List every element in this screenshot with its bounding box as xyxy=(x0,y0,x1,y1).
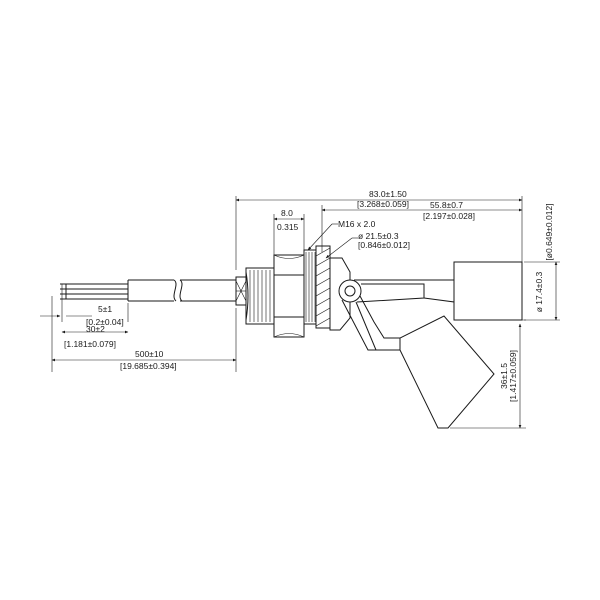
cable-length-in-label: [19.685±0.394] xyxy=(120,361,177,371)
float-dia-in-label: [ø0.649±0.012] xyxy=(544,203,554,260)
part-geometry xyxy=(60,245,523,429)
float-length-in-label: [2.197±0.028] xyxy=(423,211,475,221)
dimension-labels: 83.0±1.50 [3.268±0.059] 55.8±0.7 [2.197±… xyxy=(64,189,554,402)
threaded-stem xyxy=(245,267,275,325)
body-thread xyxy=(303,249,317,325)
jacket-length-in-label: [1.181±0.079] xyxy=(64,339,116,349)
total-length-label: 83.0±1.50 xyxy=(369,189,407,199)
switch-body xyxy=(329,257,362,331)
hex-width-label: 8.0 xyxy=(281,208,293,218)
strip-length-label: 5±1 xyxy=(98,304,112,314)
hex-nut xyxy=(273,254,305,338)
washer-dia-label: ø 21.5±0.3 xyxy=(358,231,399,241)
drop-height-in-label: [1.417±0.059] xyxy=(508,350,518,402)
cable xyxy=(127,279,236,302)
strip-length-in-label: [0.2±0.04] xyxy=(86,317,124,327)
dimension-lines xyxy=(40,196,560,429)
washer-dia-in-label: [0.846±0.012] xyxy=(358,240,410,250)
sealing-washer xyxy=(315,245,331,329)
jacket-length-label: 30±2 xyxy=(86,324,105,334)
float-length-label: 55.8±0.7 xyxy=(430,200,463,210)
float-horizontal xyxy=(354,261,523,321)
float-dia-label: ø 17.4±0.3 xyxy=(534,271,544,312)
cable-length-label: 500±10 xyxy=(135,349,164,359)
drop-height-label: 36±1.5 xyxy=(499,363,509,389)
lead-wires xyxy=(60,283,128,300)
float-tilted xyxy=(341,295,495,429)
hex-width-in-label: 0.315 xyxy=(277,222,299,232)
thread-label: M16 x 2.0 xyxy=(338,219,376,229)
cable-gland xyxy=(235,276,247,306)
total-length-in-label: [3.268±0.059] xyxy=(357,199,409,209)
